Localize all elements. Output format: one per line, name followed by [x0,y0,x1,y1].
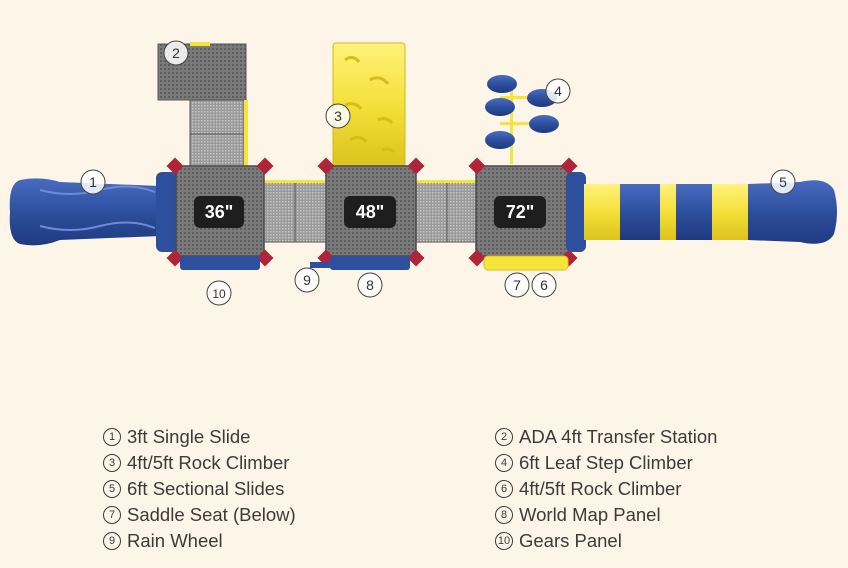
rain-wheel [310,262,332,268]
legend-item: 2 ADA 4ft Transfer Station [495,424,795,450]
legend-label: 6ft Leaf Step Climber [519,452,693,473]
legend-label: Rain Wheel [127,530,223,551]
legend-number: 10 [495,532,513,550]
legend-column-right: 2 ADA 4ft Transfer Station 4 6ft Leaf St… [495,424,795,554]
callout-1: 1 [80,169,106,195]
height-label-48-text: 48" [356,202,385,222]
legend-item: 4 6ft Leaf Step Climber [495,450,795,476]
callout-5: 5 [770,169,796,195]
legend-item: 7 Saddle Seat (Below) [103,502,403,528]
callout-7: 7 [504,272,530,298]
callout-1-label: 1 [89,174,97,190]
callout-8-label: 8 [366,277,374,293]
height-label-72-text: 72" [506,202,535,222]
legend-item: 3 4ft/5ft Rock Climber [103,450,403,476]
height-label-36: 36" [194,196,244,228]
callout-2-label: 2 [172,45,180,61]
legend-label: 3ft Single Slide [127,426,251,447]
callout-4: 4 [545,78,571,104]
callout-7-label: 7 [513,277,521,293]
height-label-48: 48" [344,196,396,228]
legend-column-left: 1 3ft Single Slide 3 4ft/5ft Rock Climbe… [103,424,403,554]
legend-item: 6 4ft/5ft Rock Climber [495,476,795,502]
callout-5-label: 5 [779,174,787,190]
legend-number: 4 [495,454,513,472]
legend-item: 10 Gears Panel [495,528,795,554]
callout-3: 3 [325,103,351,129]
legend-label: Saddle Seat (Below) [127,504,296,525]
legend-number: 9 [103,532,121,550]
legend-number: 5 [103,480,121,498]
legend-item: 1 3ft Single Slide [103,424,403,450]
callout-9: 9 [294,267,320,293]
callout-4-label: 4 [554,83,562,99]
saddle-seat [483,255,569,271]
legend: 1 3ft Single Slide 3 4ft/5ft Rock Climbe… [103,424,803,554]
sectional-slides-6ft [566,172,837,252]
legend-label: 6ft Sectional Slides [127,478,285,499]
world-map-panel [330,256,410,270]
callout-6: 6 [531,272,557,298]
height-label-72: 72" [494,196,546,228]
callout-9-label: 9 [303,272,311,288]
legend-number: 7 [103,506,121,524]
legend-number: 1 [103,428,121,446]
leaf-step-climber [485,75,559,164]
ada-transfer-station [157,42,248,167]
bridges [261,180,481,243]
callout-2: 2 [163,40,189,66]
legend-number: 8 [495,506,513,524]
gears-panel [180,256,260,270]
legend-label: Gears Panel [519,530,622,551]
legend-label: 4ft/5ft Rock Climber [519,478,682,499]
legend-item: 9 Rain Wheel [103,528,403,554]
height-label-36-text: 36" [205,202,234,222]
playground-plan: 36" 48" 72" 1 2 3 4 5 6 7 8 9 [9,40,837,306]
legend-number: 2 [495,428,513,446]
callout-6-label: 6 [540,277,548,293]
callout-3-label: 3 [334,108,342,124]
legend-item: 8 World Map Panel [495,502,795,528]
legend-label: ADA 4ft Transfer Station [519,426,718,447]
callout-10: 10 [206,280,232,306]
legend-number: 3 [103,454,121,472]
legend-label: World Map Panel [519,504,661,525]
legend-label: 4ft/5ft Rock Climber [127,452,290,473]
callout-8: 8 [357,272,383,298]
callout-10-label: 10 [212,287,226,301]
legend-item: 5 6ft Sectional Slides [103,476,403,502]
legend-number: 6 [495,480,513,498]
